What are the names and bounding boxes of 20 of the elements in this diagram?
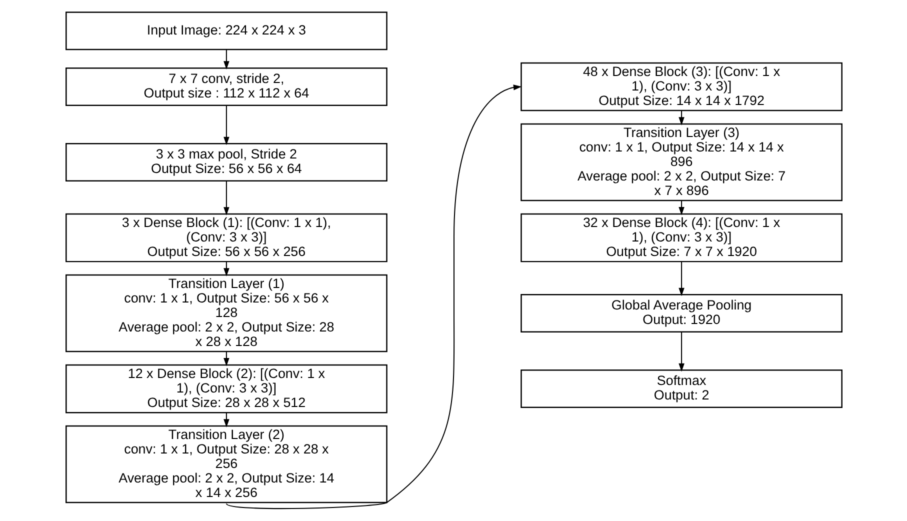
arrow xyxy=(223,262,229,276)
arrow xyxy=(223,50,229,70)
node-box: 32 x Dense Block (4): [(Conv: 1 x 1), (Conv: 3 x 3)] Output Size: 7 x 7 x 1920 xyxy=(520,213,842,262)
node-box: Transition Layer (3) conv: 1 x 1, Output Size: 14 x 14 x 896 Average pool: 2 x 2, Output Size: 7 x 7 x 896 xyxy=(520,123,842,202)
arrow xyxy=(678,262,684,296)
arrow xyxy=(223,181,229,216)
arrow xyxy=(678,332,684,372)
arrow xyxy=(223,412,229,428)
node-box: 12 x Dense Block (2): [(Conv: 1 x 1), (Conv: 3 x 3)] Output Size: 28 x 28 x 512 xyxy=(65,364,387,414)
node-box: Softmax Output: 2 xyxy=(520,370,842,408)
arrow xyxy=(678,110,684,126)
node-box: 48 x Dense Block (3): [(Conv: 1 x 1), (Conv: 3 x 3)] Output Size: 14 x 14 x 1792 xyxy=(520,62,842,112)
node-box: 3 x 3 max pool, Stride 2 Output Size: 56 x 56 x 64 xyxy=(65,143,387,182)
node-box: Transition Layer (2) conv: 1 x 1, Output Size: 28 x 28 x 256 Average pool: 2 x 2, Output Size: 14 x 14 x 256 xyxy=(65,425,387,504)
node-box: 7 x 7 conv, stride 2, Output size : 112 x 112 x 64 xyxy=(65,68,387,106)
node-box: 3 x Dense Block (1): [(Conv: 1 x 1), (Conv: 3 x 3)] Output Size: 56 x 56 x 256 xyxy=(65,213,387,262)
arrow xyxy=(223,106,229,146)
node-box: Transition Layer (1) conv: 1 x 1, Output Size: 56 x 56 x 128 Average pool: 2 x 2, Output Size: 28 x 28 x 128 xyxy=(65,274,387,352)
node-box: Input Image: 224 x 224 x 3 xyxy=(65,12,387,50)
node-box: Global Average Pooling Output: 1920 xyxy=(520,294,842,333)
